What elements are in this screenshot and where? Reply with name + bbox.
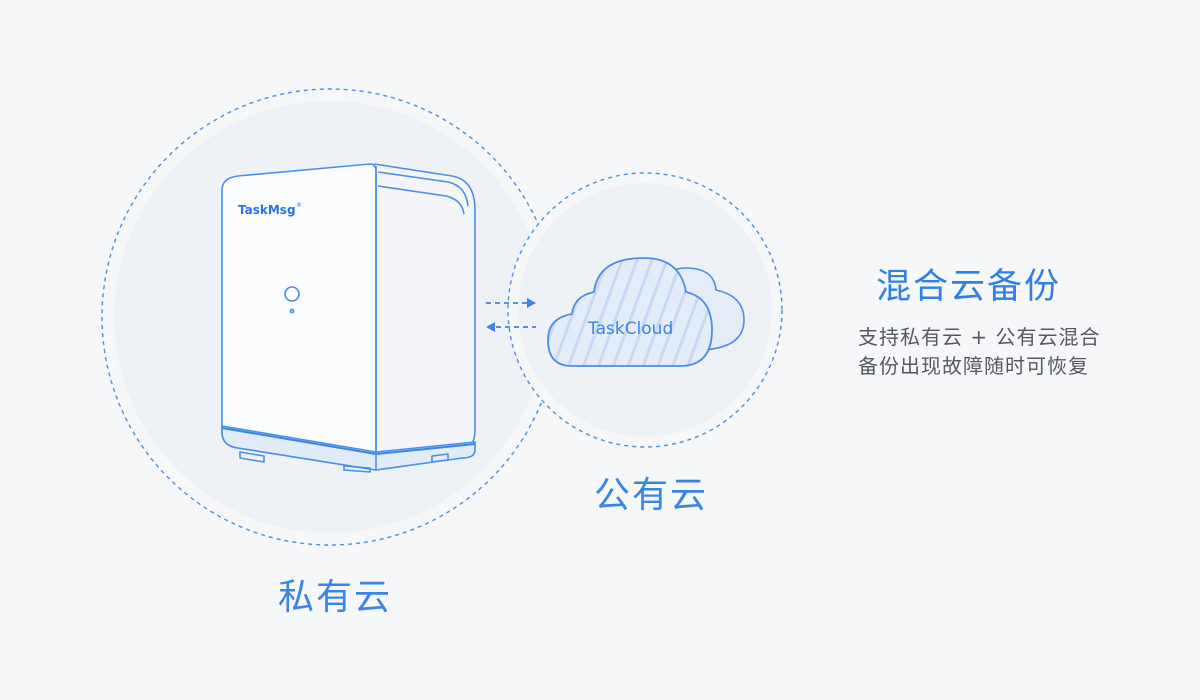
private-cloud-label: 私有云 (278, 577, 393, 618)
cloud-label: TaskCloud (587, 319, 673, 339)
feature-title: 混合云备份 (876, 267, 1062, 307)
nas-device (221, 163, 476, 473)
arrow-right-icon (486, 298, 536, 308)
feature-description-line-1: 支持私有云 + 公有云混合 (858, 325, 1101, 349)
registered-mark: ® (296, 202, 302, 209)
sync-arrows (486, 298, 536, 332)
public-cloud-label: 公有云 (594, 475, 709, 516)
feature-description-line-2: 备份出现故障随时可恢复 (858, 354, 1089, 378)
cloud-icon (547, 257, 745, 367)
arrow-left-icon (486, 322, 536, 332)
device-brand-logo: TaskMsg (238, 203, 296, 217)
